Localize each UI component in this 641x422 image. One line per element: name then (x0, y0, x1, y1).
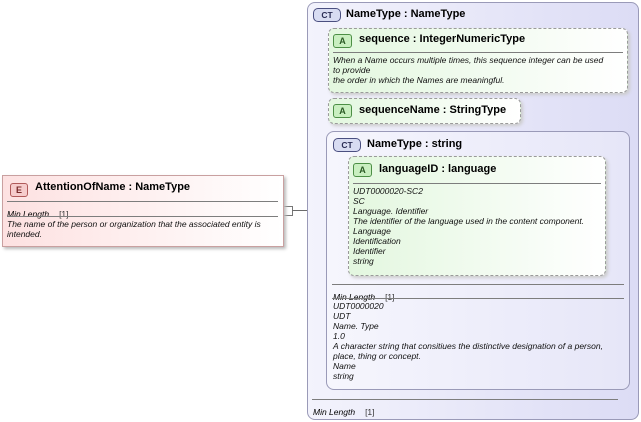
inner-type-doc-line: A character string that consitiues the d… (333, 341, 603, 351)
attribute-language-divider (353, 183, 601, 184)
complex-type-badge: CT (313, 8, 341, 22)
element-badge: E (10, 183, 28, 197)
attribute-language-doc-line: Language (353, 226, 391, 236)
connector-branch (292, 210, 316, 211)
complex-type-facet-label: Min Length (313, 407, 356, 417)
inner-type-doc-line: UDT (333, 311, 351, 321)
complex-type-divider (312, 399, 618, 400)
complex-type-facet: Min Length [1] (313, 402, 375, 420)
attribute-language-doc-line: Identification (353, 236, 401, 246)
attribute-sequence-title: sequence : IntegerNumericType (359, 33, 526, 45)
element-description: The name of the person or organization t… (7, 219, 261, 239)
complex-type-facet-value: [1] (365, 407, 375, 417)
inner-type-box[interactable]: CT NameType : string A languageID : lang… (326, 131, 630, 390)
attribute-sequence-name-badge: A (333, 104, 352, 118)
element-facet-label: Min Length (7, 209, 50, 219)
attribute-sequence-description-line: to provide (333, 65, 371, 75)
element-description-line: The name of the person or organization t… (7, 219, 261, 229)
attribute-sequence-box[interactable]: A sequence : IntegerNumericType When a N… (328, 28, 628, 93)
inner-type-doc-line: place, thing or concept. (333, 351, 421, 361)
element-description-line: intended. (7, 229, 42, 239)
element-facet: Min Length [1] (7, 204, 69, 222)
inner-type-divider (332, 284, 624, 285)
attribute-language-doc-line: string (353, 256, 374, 266)
attribute-language-doc-line: Language. Identifier (353, 206, 429, 216)
attribute-language-doc-line: Identifier (353, 246, 386, 256)
element-box[interactable]: E AttentionOfName : NameType Min Length [… (2, 175, 284, 247)
inner-type-divider-2 (332, 298, 624, 299)
inner-type-facet-value: [1] (385, 292, 395, 302)
attribute-language-box[interactable]: A languageID : language UDT0000020-SC2 S… (348, 156, 606, 276)
attribute-language-title: languageID : language (379, 163, 497, 175)
inner-type-title: NameType : string (367, 138, 463, 150)
attribute-language-doc-line: SC (353, 196, 365, 206)
inner-type-badge: CT (333, 138, 361, 152)
inner-type-doc-line: string (333, 371, 354, 381)
inner-type-facet-label: Min Length (333, 292, 376, 302)
element-title: AttentionOfName : NameType (35, 181, 191, 193)
attribute-sequence-name-title: sequenceName : StringType (359, 104, 507, 116)
element-divider-2 (7, 216, 278, 217)
attribute-language-doc: UDT0000020-SC2 SC Language. Identifier T… (353, 186, 584, 266)
attribute-sequence-description-line: the order in which the Names are meaning… (333, 75, 505, 85)
element-divider (7, 201, 278, 202)
attribute-sequence-description: When a Name occurs multiple times, this … (333, 55, 603, 85)
attribute-language-doc-line: The identifier of the language used in t… (353, 216, 585, 226)
sequence-compositor-icon (283, 206, 293, 216)
attribute-sequence-badge: A (333, 34, 352, 48)
inner-type-doc: UDT0000020 UDT Name. Type 1.0 A characte… (333, 301, 603, 381)
attribute-sequence-divider (333, 52, 623, 53)
inner-type-facet: Min Length [1] (333, 287, 395, 305)
inner-type-doc-line: UDT0000020 (333, 301, 384, 311)
element-facet-value: [1] (59, 209, 69, 219)
attribute-language-doc-line: UDT0000020-SC2 (353, 186, 423, 196)
inner-type-doc-line: 1.0 (333, 331, 345, 341)
attribute-sequence-name-box[interactable]: A sequenceName : StringType (328, 98, 521, 124)
attribute-sequence-description-line: When a Name occurs multiple times, this … (333, 55, 604, 65)
inner-type-doc-line: Name. Type (333, 321, 379, 331)
inner-type-doc-line: Name (333, 361, 356, 371)
complex-type-title: NameType : NameType (346, 8, 466, 20)
attribute-language-badge: A (353, 163, 372, 177)
